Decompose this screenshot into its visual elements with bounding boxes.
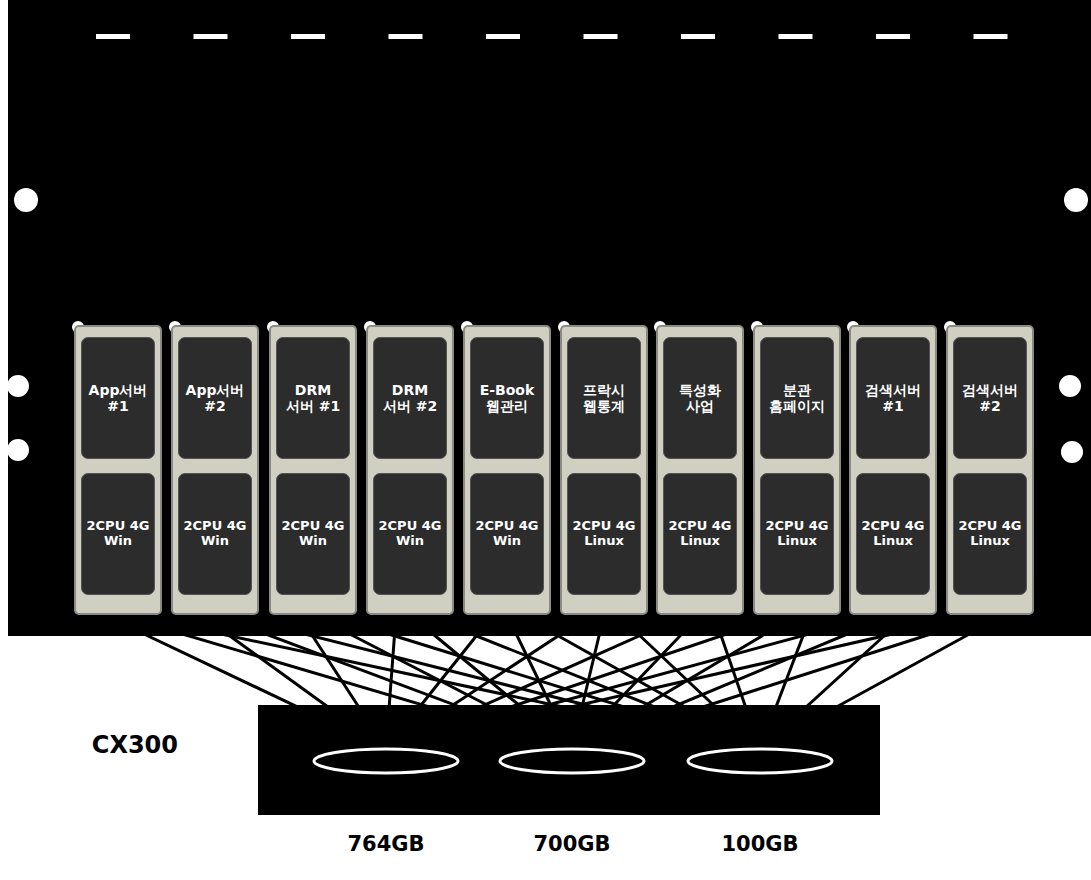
server-spec: 2CPU 4G Win bbox=[470, 473, 544, 595]
server-name: DRM 서버 #2 bbox=[373, 337, 447, 459]
server-blade: DRM 서버 #2 2CPU 4G Win bbox=[366, 325, 454, 615]
storage-volume: 100GB bbox=[685, 746, 835, 776]
server-name: 특성화 사업 bbox=[663, 337, 737, 459]
storage-array: CX300764GB700GB100GB bbox=[258, 705, 880, 815]
server-spec: 2CPU 4G Win bbox=[81, 473, 155, 595]
vent-slot bbox=[876, 34, 910, 39]
vent-slot bbox=[194, 34, 228, 39]
chassis-vents bbox=[96, 34, 1008, 39]
server-name: 프락시 웹통계 bbox=[567, 337, 641, 459]
server-name: DRM 서버 #1 bbox=[276, 337, 350, 459]
mount-hole bbox=[7, 439, 29, 461]
server-blade: DRM 서버 #1 2CPU 4G Win bbox=[269, 325, 357, 615]
server-blade: 프락시 웹통계 2CPU 4G Linux bbox=[560, 325, 648, 615]
storage-name: CX300 bbox=[92, 731, 178, 759]
volume-size: 700GB bbox=[497, 832, 647, 856]
server-name: App서버 #1 bbox=[81, 337, 155, 459]
server-name: 분관 홈페이지 bbox=[760, 337, 834, 459]
volume-outline bbox=[497, 746, 647, 776]
mount-hole bbox=[1061, 441, 1083, 463]
server-spec: 2CPU 4G Win bbox=[373, 473, 447, 595]
server-spec: 2CPU 4G Win bbox=[276, 473, 350, 595]
server-blade: 검색서버 #1 2CPU 4G Linux bbox=[849, 325, 937, 615]
volume-outline bbox=[311, 746, 461, 776]
vent-slot bbox=[96, 34, 130, 39]
server-spec: 2CPU 4G Linux bbox=[567, 473, 641, 595]
vent-slot bbox=[974, 34, 1008, 39]
server-name: App서버 #2 bbox=[178, 337, 252, 459]
storage-volume: 700GB bbox=[497, 746, 647, 776]
server-blade: 분관 홈페이지 2CPU 4G Linux bbox=[753, 325, 841, 615]
server-name: E-Book 웹관리 bbox=[470, 337, 544, 459]
storage-volume: 764GB bbox=[311, 746, 461, 776]
server-spec: 2CPU 4G Win bbox=[178, 473, 252, 595]
server-blade: 특성화 사업 2CPU 4G Linux bbox=[656, 325, 744, 615]
volume-ellipse bbox=[688, 749, 832, 773]
vent-slot bbox=[681, 34, 715, 39]
server-blade: App서버 #2 2CPU 4G Win bbox=[171, 325, 259, 615]
vent-slot bbox=[486, 34, 520, 39]
mount-hole bbox=[7, 375, 29, 397]
volume-outline bbox=[685, 746, 835, 776]
server-spec: 2CPU 4G Linux bbox=[856, 473, 930, 595]
server-blade: 검색서버 #2 2CPU 4G Linux bbox=[946, 325, 1034, 615]
volume-size: 100GB bbox=[685, 832, 835, 856]
mount-hole bbox=[14, 188, 38, 212]
mount-hole bbox=[1064, 188, 1088, 212]
volume-ellipse bbox=[314, 749, 458, 773]
vent-slot bbox=[291, 34, 325, 39]
volume-size: 764GB bbox=[311, 832, 461, 856]
server-blade: App서버 #1 2CPU 4G Win bbox=[74, 325, 162, 615]
server-blade: E-Book 웹관리 2CPU 4G Win bbox=[463, 325, 551, 615]
server-spec: 2CPU 4G Linux bbox=[953, 473, 1027, 595]
chassis-body bbox=[8, 0, 1091, 636]
vent-slot bbox=[389, 34, 423, 39]
server-spec: 2CPU 4G Linux bbox=[663, 473, 737, 595]
server-name: 검색서버 #2 bbox=[953, 337, 1027, 459]
server-name: 검색서버 #1 bbox=[856, 337, 930, 459]
vent-slot bbox=[584, 34, 618, 39]
vent-slot bbox=[779, 34, 813, 39]
mount-hole bbox=[1059, 375, 1081, 397]
server-spec: 2CPU 4G Linux bbox=[760, 473, 834, 595]
volume-ellipse bbox=[500, 749, 644, 773]
